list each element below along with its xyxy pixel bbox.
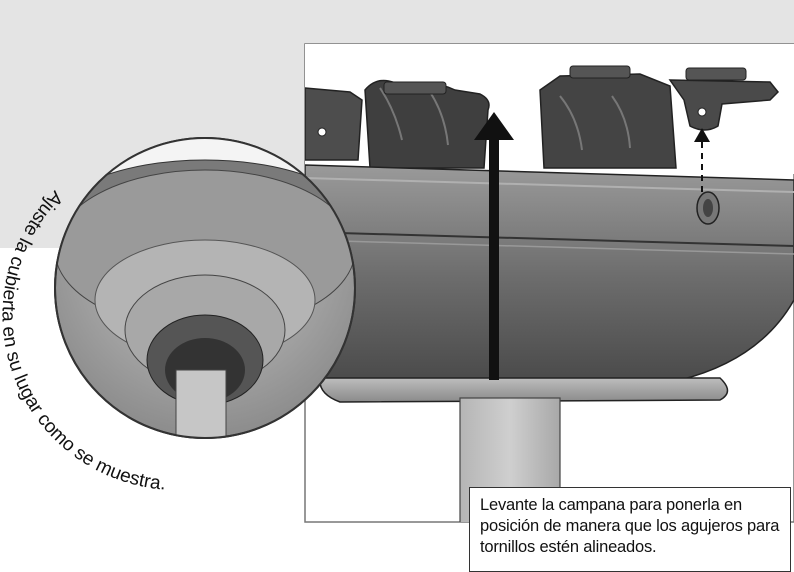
mounting-bracket-left: [305, 79, 490, 169]
canopy: [305, 164, 794, 403]
caption-box: Levante la campana para ponerla en posic…: [469, 487, 791, 572]
caption-text: Levante la campana para ponerla en posic…: [480, 496, 780, 556]
mounting-bracket-right: [539, 65, 780, 169]
lift-arrow: [474, 112, 514, 380]
alignment-arrow: [694, 128, 710, 192]
detail-view: Ajuste la cubierta en su lugar como se m…: [0, 137, 356, 495]
main-view: [304, 43, 794, 523]
